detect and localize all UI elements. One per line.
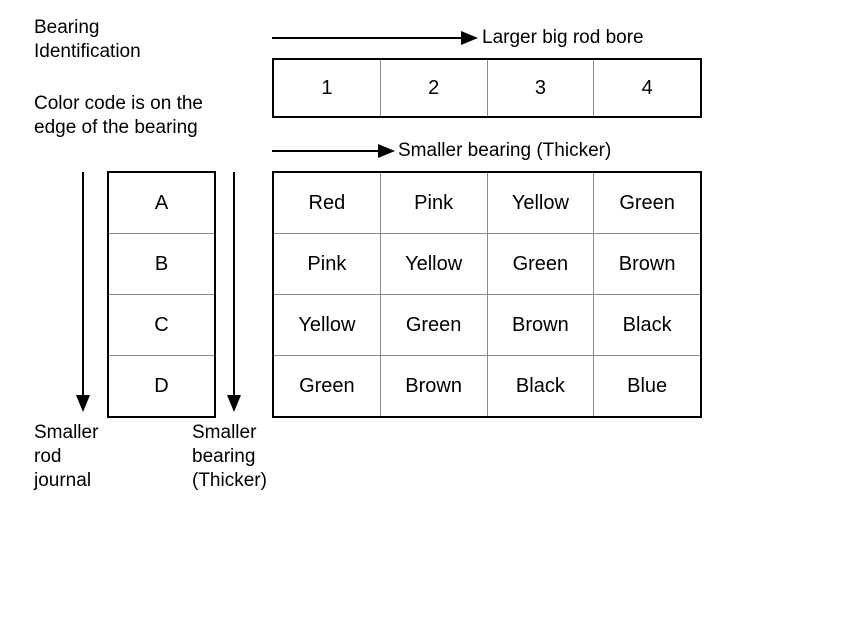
- journal-letter-cell: D: [107, 355, 216, 418]
- table-row: 1 2 3 4: [272, 58, 702, 118]
- color-code-cell: Blue: [593, 355, 702, 418]
- smaller-bearing-arrow-icon: [272, 144, 395, 158]
- color-code-cell: Green: [272, 355, 381, 418]
- journal-letter-cell: B: [107, 233, 216, 295]
- bearing-thickness-caption: Smaller bearing (Thicker): [192, 422, 267, 491]
- rod-journal-arrow-icon: [76, 172, 90, 412]
- color-code-cell: Red: [272, 171, 381, 234]
- color-code-cell: Pink: [379, 171, 488, 234]
- larger-bore-arrow-icon: [272, 31, 478, 45]
- arrow-head: [378, 144, 395, 158]
- table-row: Green Brown Black Blue: [272, 355, 702, 418]
- journal-letter-table: A B C D: [107, 171, 216, 418]
- bearing-thickness-arrow-icon: [227, 172, 241, 412]
- color-code-table: Red Pink Yellow Green Pink Yellow Green …: [272, 171, 702, 418]
- larger-bore-label: Larger big rod bore: [482, 27, 644, 48]
- color-code-cell: Brown: [486, 294, 595, 356]
- bore-size-cell: 3: [486, 58, 595, 118]
- table-row: Pink Yellow Green Brown: [272, 233, 702, 295]
- color-code-cell: Yellow: [379, 233, 488, 295]
- smaller-bearing-label: Smaller bearing (Thicker): [398, 140, 612, 161]
- arrow-shaft: [272, 150, 378, 152]
- color-code-cell: Brown: [379, 355, 488, 418]
- color-code-cell: Green: [593, 171, 702, 234]
- color-code-cell: Green: [379, 294, 488, 356]
- bore-size-cell: 4: [593, 58, 702, 118]
- color-code-cell: Yellow: [272, 294, 381, 356]
- table-row: Red Pink Yellow Green: [272, 171, 702, 234]
- rod-journal-caption: Smaller rod journal: [34, 422, 99, 491]
- color-code-cell: Green: [486, 233, 595, 295]
- journal-letter-cell: C: [107, 294, 216, 356]
- arrow-shaft: [82, 172, 84, 395]
- color-code-cell: Pink: [272, 233, 381, 295]
- arrow-head: [76, 395, 90, 412]
- color-code-cell: Yellow: [486, 171, 595, 234]
- page-title: Bearing Identification: [34, 17, 141, 62]
- color-code-cell: Brown: [593, 233, 702, 295]
- arrow-shaft: [272, 37, 461, 39]
- journal-letter-cell: A: [107, 171, 216, 234]
- color-code-note: Color code is on the edge of the bearing: [34, 93, 203, 138]
- bore-size-cell: 2: [379, 58, 488, 118]
- table-row: Yellow Green Brown Black: [272, 294, 702, 356]
- bore-size-cell: 1: [272, 58, 381, 118]
- color-code-cell: Black: [593, 294, 702, 356]
- table-row: D: [107, 355, 216, 418]
- arrow-head: [227, 395, 241, 412]
- table-row: C: [107, 294, 216, 356]
- bore-size-table: 1 2 3 4: [272, 58, 702, 118]
- arrow-head: [461, 31, 478, 45]
- arrow-shaft: [233, 172, 235, 395]
- table-row: B: [107, 233, 216, 295]
- table-row: A: [107, 171, 216, 234]
- color-code-cell: Black: [486, 355, 595, 418]
